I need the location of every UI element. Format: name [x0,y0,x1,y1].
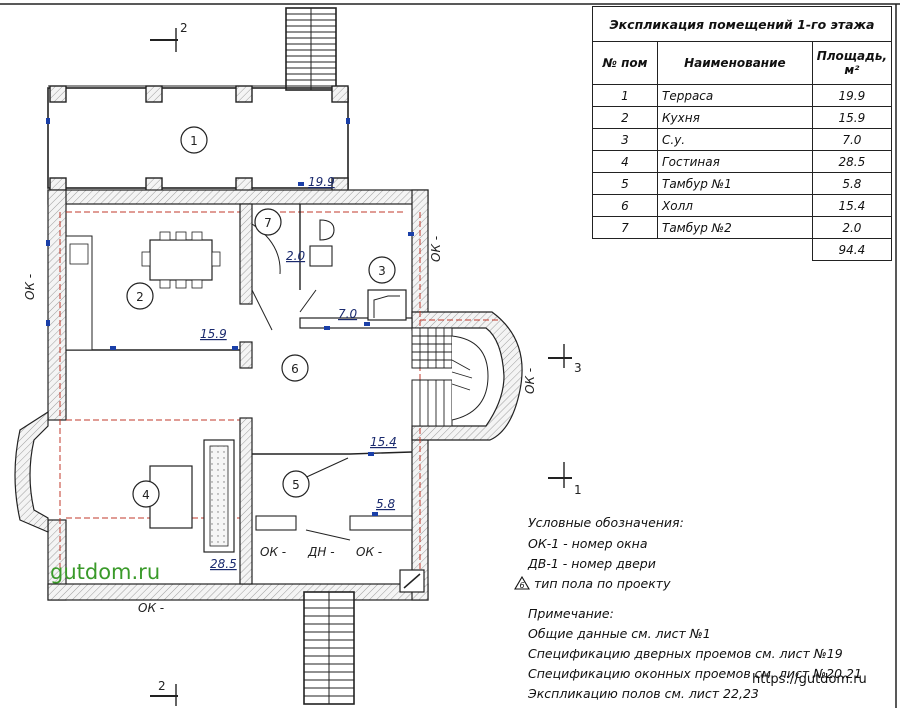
row-name: Кухня [657,106,813,129]
table-title: Экспликация помещений 1-го этажа [592,6,892,42]
row-area: 19.9 [811,84,893,107]
row-name: Тамбур №2 [657,216,813,239]
legend-floor-label: тип пола по проекту [534,576,671,591]
terrace: 1 [47,85,349,195]
row-number: 4 [592,150,658,173]
window-mark-right: ОК - [429,236,443,262]
section-mark-2-bottom: 2 [158,679,166,693]
opening-marks [46,118,414,516]
area-vestibule2: 2.0 [286,249,305,263]
section-marks: 2 2 3 1 [150,21,582,706]
door-mark-entrance: ДН - [307,545,335,559]
window-marks: ОК - ОК - ОК - ОК - ОК - ОК - ДН - [23,236,537,615]
note-line: Спецификацию дверных проемов см. лист №1… [528,646,843,661]
row-name: Терраса [657,84,813,107]
section-mark-3: 3 [574,361,582,375]
row-area: 15.4 [811,194,893,217]
section-mark-2-top: 2 [180,21,188,35]
total-area: 94.4 [811,238,893,261]
note-line: Экспликацию полов см. лист 22,23 [528,686,759,701]
table-total-row: 94.4 [593,238,893,261]
room-number-1: 1 [190,134,198,148]
watermark-right: https://gutdom.ru [752,672,867,687]
area-living: 28.5 [210,557,237,571]
table-header-row: № пом Наименование Площадь, м² [592,41,893,85]
interior-walls [65,203,489,593]
header-room-area: Площадь, м² [811,41,893,85]
row-number: 7 [592,216,658,239]
note-line: Спецификацию оконных проемов см. лист №2… [528,666,862,681]
legend-title: Условные обозначения: [528,515,684,530]
area-hall: 15.4 [370,435,397,449]
row-area: 5.8 [811,172,893,195]
note-title: Примечание: [528,606,614,621]
window-mark-bottom-right: ОК - [356,545,382,559]
floor-type-triangle-icon: 6 [514,576,530,590]
row-area: 15.9 [811,106,893,129]
header-room-name: Наименование [657,41,813,85]
legend-floor: 6 тип пола по проекту [514,576,670,591]
area-terrace: 19.9 [308,175,335,189]
window-mark-bottom-left: ОК - [138,601,164,615]
row-number: 2 [592,106,658,129]
room-number-3: 3 [378,264,386,278]
row-number: 5 [592,172,658,195]
row-name: Гостиная [657,150,813,173]
window-mark-left: ОК - [23,274,37,300]
floor-type-number: 6 [519,581,524,590]
legend-window: ОК-1 - номер окна [528,536,648,551]
area-vestibule1: 5.8 [376,497,395,511]
row-number: 1 [592,84,658,107]
row-number: 3 [592,128,658,151]
room-number-6: 6 [291,362,299,376]
room-number-5: 5 [292,478,300,492]
room-explication-table: Экспликация помещений 1-го этажа № пом Н… [592,6,893,261]
window-mark-bottom-mid: ОК - [260,545,286,559]
watermark-left: gutdom.ru [50,560,161,584]
room-markers: 2 3 4 5 6 7 [126,208,396,508]
note-line: Общие данные см. лист №1 [528,626,711,641]
room-number-2: 2 [136,290,144,304]
section-mark-1: 1 [574,483,582,497]
header-room-number: № пом [592,41,658,85]
row-area: 2.0 [811,216,893,239]
row-area: 7.0 [811,128,893,151]
legend-door: ДВ-1 - номер двери [528,556,656,571]
row-number: 6 [592,194,658,217]
top-stair [285,7,337,91]
area-labels: 19.9 15.9 7.0 2.0 15.4 5.8 28.5 [200,175,397,571]
row-area: 28.5 [811,150,893,173]
window-mark-stair: ОК - [523,368,537,394]
bottom-stair [303,591,355,705]
room-number-4: 4 [142,488,150,502]
row-name: Тамбур №1 [657,172,813,195]
row-name: С.у. [657,128,813,151]
area-kitchen: 15.9 [200,327,227,341]
area-bath: 7.0 [338,307,357,321]
room-number-7: 7 [264,216,272,230]
exterior-walls [14,189,523,601]
row-name: Холл [657,194,813,217]
